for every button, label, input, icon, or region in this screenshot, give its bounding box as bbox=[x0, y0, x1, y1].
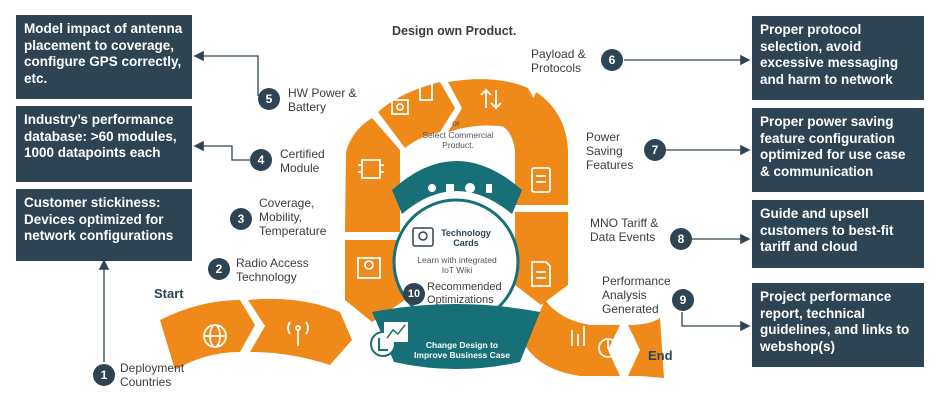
info-box-tariff: Guide and upsell customers to best-fit t… bbox=[752, 200, 924, 268]
step-1-label: Deployment Countries bbox=[120, 361, 185, 389]
step-3-badge: 3 bbox=[230, 208, 252, 230]
step-1-badge: 1 bbox=[93, 364, 115, 386]
step-6-badge: 6 bbox=[601, 49, 623, 71]
step-4-label: Certified Module bbox=[280, 147, 325, 175]
segment-end bbox=[628, 318, 664, 378]
bar-chart-icon bbox=[571, 326, 585, 346]
step-4-badge: 4 bbox=[250, 149, 272, 171]
change-design-text: Change Design to Improve Business Case bbox=[414, 340, 510, 360]
info-box-protocol: Proper protocol selection, avoid excessi… bbox=[752, 16, 924, 100]
clipboard-icon bbox=[531, 167, 551, 193]
globe-icon bbox=[203, 324, 227, 348]
teal-bottom-band bbox=[372, 304, 540, 369]
learn-wiki-text: Learn with integrated IoT Wiki bbox=[417, 255, 497, 275]
step-2-label: Radio Access Technology bbox=[236, 256, 309, 284]
info-box-database: Industry’s performance database: >60 mod… bbox=[16, 106, 192, 182]
end-label: End bbox=[648, 348, 673, 363]
connector-5 bbox=[193, 50, 259, 96]
select-commercial-text: Select Commercial Product. bbox=[422, 130, 494, 150]
info-box-antenna: Model impact of antenna placement to cov… bbox=[16, 15, 192, 99]
or-text: or bbox=[452, 118, 460, 128]
step-7-label: Power Saving Features bbox=[586, 130, 634, 172]
segment-power bbox=[500, 92, 568, 205]
start-label: Start bbox=[154, 286, 184, 301]
step-9-label: Performance Analysis Generated bbox=[602, 274, 671, 316]
step-2-badge: 2 bbox=[208, 258, 230, 280]
segment-rat bbox=[248, 298, 352, 365]
pie-chart-icon bbox=[598, 338, 618, 358]
map-icon bbox=[357, 257, 381, 279]
step-10-label: Recommended Optimizations bbox=[427, 281, 502, 306]
segment-hw bbox=[378, 82, 455, 148]
antenna-icon bbox=[287, 321, 309, 346]
step-7-badge: 7 bbox=[644, 139, 666, 161]
step-5-badge: 5 bbox=[258, 88, 280, 110]
segment-coverage bbox=[345, 240, 405, 322]
transfer-arrows-icon bbox=[480, 88, 502, 110]
connector-9 bbox=[681, 312, 751, 332]
segment-module bbox=[345, 118, 400, 232]
technology-cards-text: Technology Cards bbox=[441, 228, 491, 248]
step-3-label: Coverage, Mobility, Temperature bbox=[259, 196, 327, 238]
connector-4 bbox=[193, 140, 250, 161]
chip-icon bbox=[358, 159, 384, 179]
segment-countries bbox=[160, 300, 255, 370]
step-8-label: MNO Tariff & Data Events bbox=[590, 216, 659, 244]
battery-icon bbox=[419, 77, 433, 101]
step-10-badge: 10 bbox=[403, 283, 425, 305]
diagram-title: Design own Product. bbox=[392, 24, 517, 38]
info-box-report: Project performance report, technical gu… bbox=[752, 283, 924, 367]
step-5-label: HW Power & Battery bbox=[288, 86, 357, 114]
info-box-power-saving: Proper power saving feature configuratio… bbox=[752, 108, 924, 192]
sim-card-icon bbox=[531, 261, 551, 287]
segment-tariff bbox=[515, 212, 568, 305]
step-6-label: Payload & Protocols bbox=[531, 47, 586, 75]
info-box-stickiness: Customer stickiness: Devices optimized f… bbox=[16, 189, 192, 261]
step-8-badge: 8 bbox=[670, 228, 692, 250]
line-chart-icon bbox=[384, 322, 408, 342]
teal-top-arc bbox=[392, 161, 522, 214]
step-9-badge: 9 bbox=[672, 289, 694, 311]
circuit-board-icon bbox=[391, 99, 409, 115]
lightbulb-icon bbox=[412, 227, 434, 247]
